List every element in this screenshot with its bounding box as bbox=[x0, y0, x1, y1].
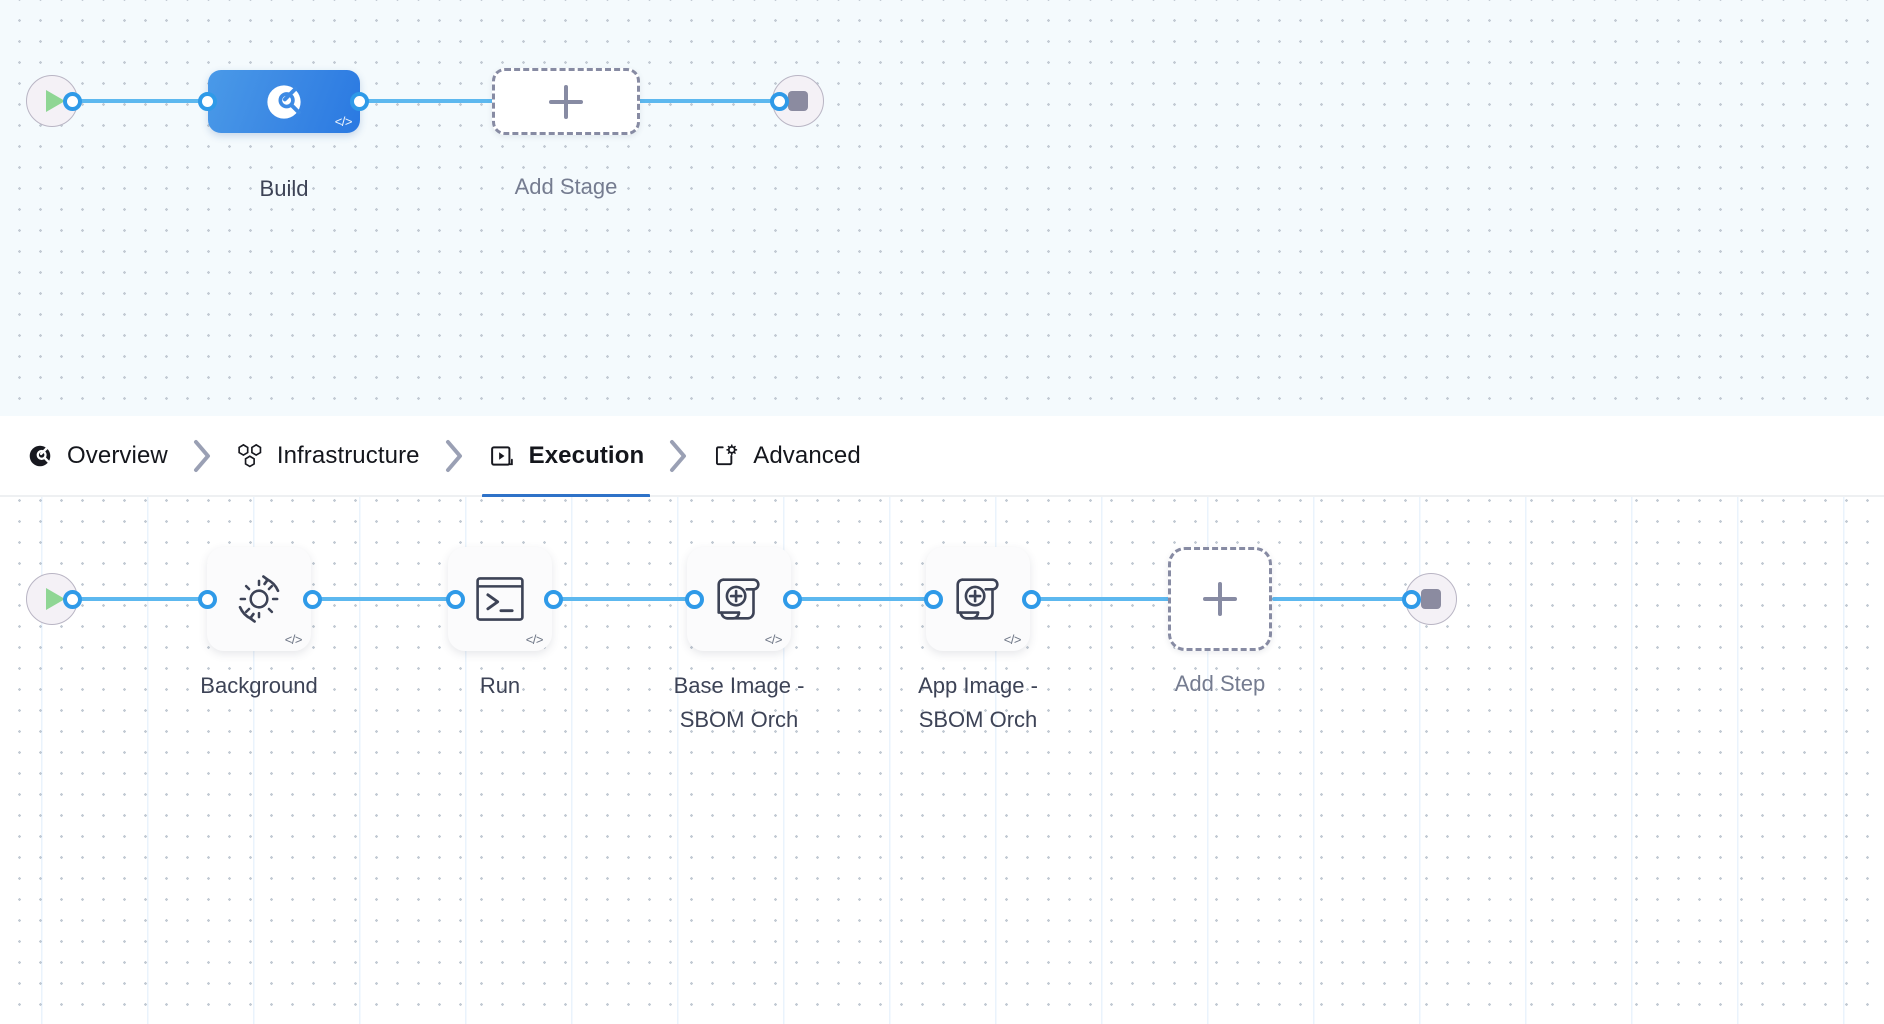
step-label-app-image-sbom-orch: App Image - SBOM Orch bbox=[918, 673, 1038, 733]
step-node-run[interactable]: </> bbox=[448, 547, 552, 651]
advanced-gear-panel-icon bbox=[712, 442, 740, 470]
step-node-base-image-sbom-orch[interactable]: </> bbox=[687, 547, 791, 651]
stage-label-add-stage: Add Stage bbox=[514, 174, 618, 199]
execution-play-box-icon bbox=[488, 442, 516, 470]
tab-overview[interactable]: Overview bbox=[20, 415, 174, 496]
gear-refresh-icon bbox=[238, 575, 280, 623]
add-step-button[interactable] bbox=[1168, 547, 1272, 651]
background-output-port[interactable] bbox=[303, 590, 322, 609]
run-code-badge[interactable]: </> bbox=[525, 632, 544, 647]
background-code-badge[interactable]: </> bbox=[284, 632, 303, 647]
plus-icon-v bbox=[1218, 582, 1222, 616]
stage-node-build[interactable]: </> bbox=[208, 70, 360, 133]
stage-config-tabs[interactable]: Overview Infrastructure bbox=[0, 415, 1884, 498]
run-input-port[interactable] bbox=[446, 590, 465, 609]
app-image-sbom-code-badge[interactable]: </> bbox=[1003, 632, 1022, 647]
step-edge-appimage-addstep bbox=[1030, 597, 1176, 601]
build-code-badge[interactable]: </> bbox=[334, 114, 353, 129]
stage-edge-addstage-end bbox=[628, 99, 788, 103]
app-image-sbom-input-port[interactable] bbox=[924, 590, 943, 609]
step-label-base-image-sbom-orch: Base Image - SBOM Orch bbox=[673, 673, 805, 733]
pipeline-start-node[interactable] bbox=[26, 75, 78, 127]
execution-end-input-port[interactable] bbox=[1402, 590, 1421, 609]
base-image-sbom-input-port[interactable] bbox=[685, 590, 704, 609]
app-image-sbom-output-port[interactable] bbox=[1022, 590, 1041, 609]
step-label-add-step: Add Step bbox=[1174, 671, 1266, 696]
end-input-port[interactable] bbox=[770, 92, 789, 111]
step-label-run: Run bbox=[479, 673, 521, 698]
execution-start-output-port[interactable] bbox=[63, 590, 82, 609]
base-image-sbom-code-badge[interactable]: </> bbox=[764, 632, 783, 647]
tab-label-overview: Overview bbox=[67, 441, 168, 469]
step-edge-addstep-end bbox=[1272, 597, 1420, 601]
step-node-app-image-sbom-orch[interactable]: </> bbox=[926, 547, 1030, 651]
step-graph-canvas[interactable]: </> Background </> Run bbox=[0, 497, 1884, 1024]
build-scan-icon bbox=[267, 84, 301, 119]
play-icon bbox=[45, 90, 65, 112]
tab-execution[interactable]: Execution bbox=[481, 415, 651, 498]
build-input-port[interactable] bbox=[198, 92, 217, 111]
overview-icon bbox=[26, 442, 54, 470]
step-edge-run-baseimage bbox=[551, 597, 697, 601]
tab-label-infrastructure: Infrastructure bbox=[276, 441, 420, 469]
start-output-port[interactable] bbox=[63, 92, 82, 111]
base-image-sbom-output-port[interactable] bbox=[783, 590, 802, 609]
step-label-background: Background bbox=[200, 673, 318, 698]
tab-advanced[interactable]: Advanced bbox=[706, 415, 867, 496]
chevron-right-icon-1 bbox=[174, 439, 230, 473]
chevron-right-icon-2 bbox=[426, 439, 482, 473]
sbom-scroll-plus-icon bbox=[717, 578, 760, 620]
stage-label-build: Build bbox=[259, 176, 309, 201]
build-output-port[interactable] bbox=[350, 92, 369, 111]
tab-infrastructure[interactable]: Infrastructure bbox=[230, 415, 426, 496]
chevron-right-icon-3 bbox=[650, 439, 706, 473]
plus-icon-v bbox=[564, 84, 568, 119]
step-edge-baseimage-appimage bbox=[790, 597, 936, 601]
terminal-icon bbox=[476, 577, 524, 621]
step-edge-background-run bbox=[312, 597, 458, 601]
background-input-port[interactable] bbox=[198, 590, 217, 609]
stop-icon bbox=[1421, 589, 1441, 609]
step-edge-start-background bbox=[72, 597, 224, 601]
play-icon bbox=[45, 588, 65, 610]
infrastructure-hex-icon bbox=[236, 442, 264, 470]
sbom-scroll-plus-icon bbox=[956, 578, 999, 620]
tab-label-execution: Execution bbox=[528, 441, 645, 469]
stage-edge-build-addstage bbox=[352, 99, 512, 103]
run-output-port[interactable] bbox=[544, 590, 563, 609]
add-stage-button[interactable] bbox=[492, 68, 640, 135]
stop-icon bbox=[788, 91, 808, 111]
step-node-background[interactable]: </> bbox=[207, 547, 311, 651]
tab-label-advanced: Advanced bbox=[753, 441, 861, 469]
stage-edge-start-build bbox=[72, 99, 224, 103]
stage-graph-canvas[interactable]: </> Build Add Stage bbox=[0, 0, 1884, 416]
